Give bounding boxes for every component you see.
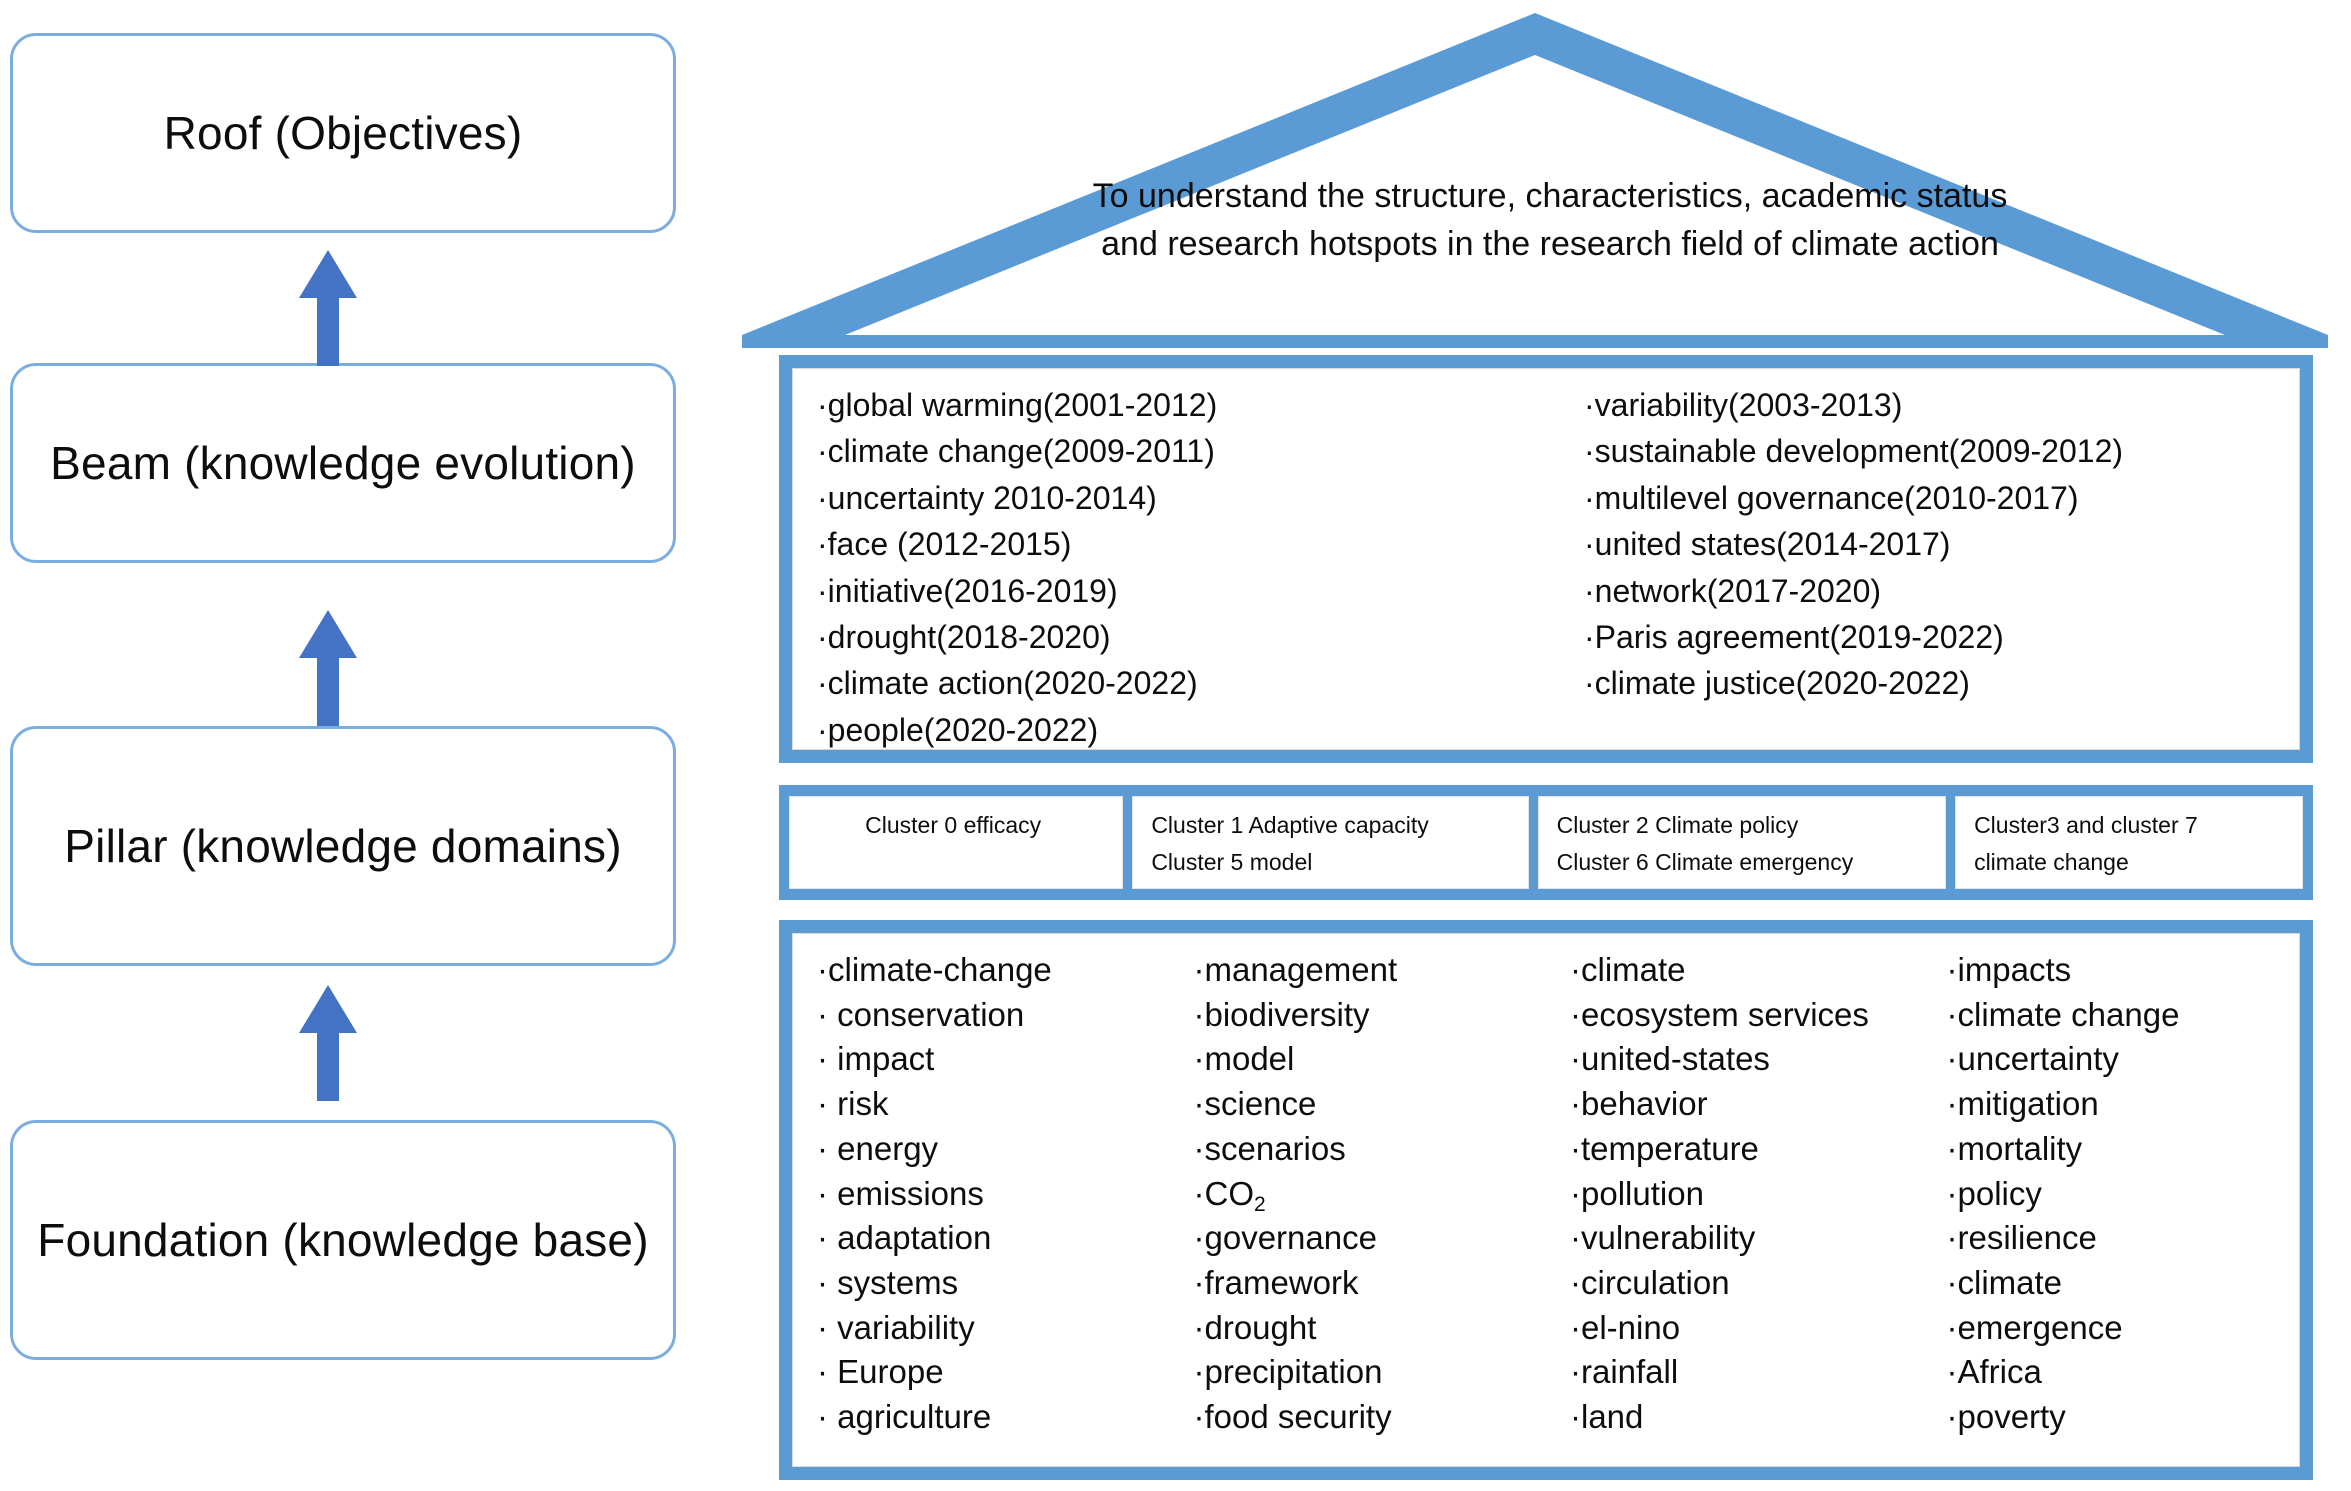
cluster-line: Cluster 1 Adaptive capacity (1151, 812, 1429, 838)
foundation-item: ·uncertainty (1946, 1040, 2119, 1078)
up-arrow-icon (297, 610, 359, 726)
cluster-box: Cluster 1 Adaptive capacity Cluster 5 mo… (1132, 796, 1529, 889)
beam-item: ·Paris agreement(2019-2022) (1584, 618, 2004, 655)
foundation-item: ·impacts (1946, 951, 2072, 988)
beam-item: ·climate justice(2020-2022) (1584, 665, 1970, 702)
legend-label-foundation: Foundation (knowledge base) (37, 1213, 649, 1266)
foundation-item: ·temperature (1570, 1129, 1759, 1167)
beam-item: ·people(2020-2022) (817, 711, 1099, 748)
foundation-column: ·climate ·ecosystem services ·united-state… (1546, 948, 1923, 1466)
foundation-item: · risk (817, 1085, 889, 1123)
legend-label-beam: Beam (knowledge evolution) (50, 436, 636, 489)
foundation-item: ·model (1193, 1040, 1295, 1078)
foundation-item: ·mitigation (1946, 1085, 2099, 1123)
foundation-item: ·biodiversity (1193, 995, 1370, 1033)
beam-left-column: ·global warming(2001-2012) ·climate chan… (793, 382, 1570, 749)
beam-item: ·multilevel governance(2010-2017) (1584, 479, 2079, 516)
legend-box-roof: Roof (Objectives) (10, 33, 676, 233)
foundation-item: · impact (817, 1040, 935, 1078)
foundation-item: ·governance (1193, 1219, 1377, 1257)
foundation-item: ·food security (1193, 1398, 1392, 1436)
foundation-item: · adaptation (817, 1219, 992, 1257)
foundation-item: · systems (817, 1263, 959, 1301)
foundation-item: ·climate (1946, 1263, 2063, 1301)
foundation-item: ·land (1570, 1398, 1644, 1436)
beam-item: ·uncertainty 2010-2014) (817, 479, 1157, 516)
cluster-box: Cluster 2 Climate policy Cluster 6 Clima… (1537, 796, 1947, 889)
foundation-item: ·mortality (1946, 1129, 2083, 1167)
foundation-item: · energy (817, 1129, 939, 1167)
cluster-box: Cluster3 and cluster 7 climate change (1955, 796, 2303, 889)
beam-panel: ·global warming(2001-2012) ·climate chan… (779, 355, 2313, 763)
foundation-item: · conservation (817, 995, 1025, 1033)
legend-label-pillar: Pillar (knowledge domains) (64, 819, 622, 872)
foundation-column: ·management ·biodiversity ·model ·science ·s… (1170, 948, 1547, 1466)
legend-box-beam: Beam (knowledge evolution) (10, 363, 676, 563)
foundation-item: ·circulation (1570, 1263, 1730, 1301)
legend-label-roof: Roof (Objectives) (163, 106, 523, 159)
roof-triangle-shape (740, 5, 2330, 350)
cluster-line: Cluster 0 efficacy (865, 812, 1042, 838)
foundation-item: ·management (1193, 951, 1398, 988)
foundation-item: ·scenarios (1193, 1129, 1346, 1167)
foundation-item: ·climate (1570, 951, 1686, 988)
foundation-panel: ·climate-change · conservation · impact · r… (779, 920, 2313, 1480)
foundation-item: ·pollution (1570, 1174, 1704, 1212)
foundation-item: · Europe (817, 1353, 944, 1391)
foundation-item: ·climate change (1946, 995, 2180, 1033)
foundation-item: ·CO2 (1193, 1174, 1266, 1216)
cluster-line: climate change (1974, 849, 2129, 876)
foundation-item: ·ecosystem services (1570, 995, 1869, 1033)
beam-right-column: ·variability(2003-2013) ·sustainable dev… (1570, 382, 2337, 749)
foundation-column: ·impacts ·climate change ·uncertainty ·miti… (1923, 948, 2300, 1466)
beam-item: ·face (2012-2015) (817, 526, 1072, 563)
foundation-item: ·behavior (1570, 1085, 1708, 1123)
up-arrow-icon (297, 250, 359, 366)
foundation-item: ·framework (1193, 1263, 1359, 1301)
foundation-item: ·policy (1946, 1174, 2042, 1212)
beam-item: ·sustainable development(2009-2012) (1584, 433, 2124, 470)
beam-item: ·climate action(2020-2022) (817, 665, 1198, 702)
foundation-item: ·united-states (1570, 1040, 1770, 1078)
beam-item: ·united states(2014-2017) (1584, 526, 1951, 563)
cluster-strip: Cluster 0 efficacy Cluster 1 Adaptive ca… (779, 785, 2313, 900)
beam-item: ·network(2017-2020) (1584, 572, 1882, 609)
foundation-item: ·science (1193, 1085, 1317, 1123)
beam-item: ·drought(2018-2020) (817, 618, 1111, 655)
foundation-item: ·emergence (1946, 1308, 2123, 1346)
foundation-item: ·poverty (1946, 1398, 2066, 1436)
cluster-box: Cluster 0 efficacy (789, 796, 1124, 889)
foundation-item: · emissions (817, 1174, 984, 1212)
foundation-item: ·rainfall (1570, 1353, 1679, 1391)
legend-box-foundation: Foundation (knowledge base) (10, 1120, 676, 1360)
beam-item: ·initiative(2016-2019) (817, 572, 1118, 609)
foundation-item: · variability (817, 1308, 975, 1346)
foundation-item: ·vulnerability (1570, 1219, 1756, 1257)
foundation-item: ·precipitation (1193, 1353, 1383, 1391)
cluster-line: Cluster3 and cluster 7 (1974, 812, 2198, 838)
foundation-item: · agriculture (817, 1398, 992, 1436)
beam-item: ·variability(2003-2013) (1584, 387, 1903, 423)
foundation-column: ·climate-change · conservation · impact · r… (793, 948, 1170, 1466)
cluster-line: Cluster 6 Climate emergency (1556, 849, 1854, 876)
foundation-item: ·drought (1193, 1308, 1317, 1346)
beam-item: ·global warming(2001-2012) (817, 387, 1218, 423)
up-arrow-icon (297, 985, 359, 1101)
foundation-item: ·resilience (1946, 1219, 2097, 1257)
foundation-item: ·el-nino (1570, 1308, 1681, 1346)
beam-item: ·climate change(2009-2011) (817, 433, 1215, 470)
foundation-item: ·climate-change (817, 951, 1052, 988)
cluster-line: Cluster 5 model (1151, 849, 1313, 876)
foundation-item: ·Africa (1946, 1353, 2042, 1391)
legend-box-pillar: Pillar (knowledge domains) (10, 726, 676, 966)
cluster-line: Cluster 2 Climate policy (1556, 812, 1799, 838)
